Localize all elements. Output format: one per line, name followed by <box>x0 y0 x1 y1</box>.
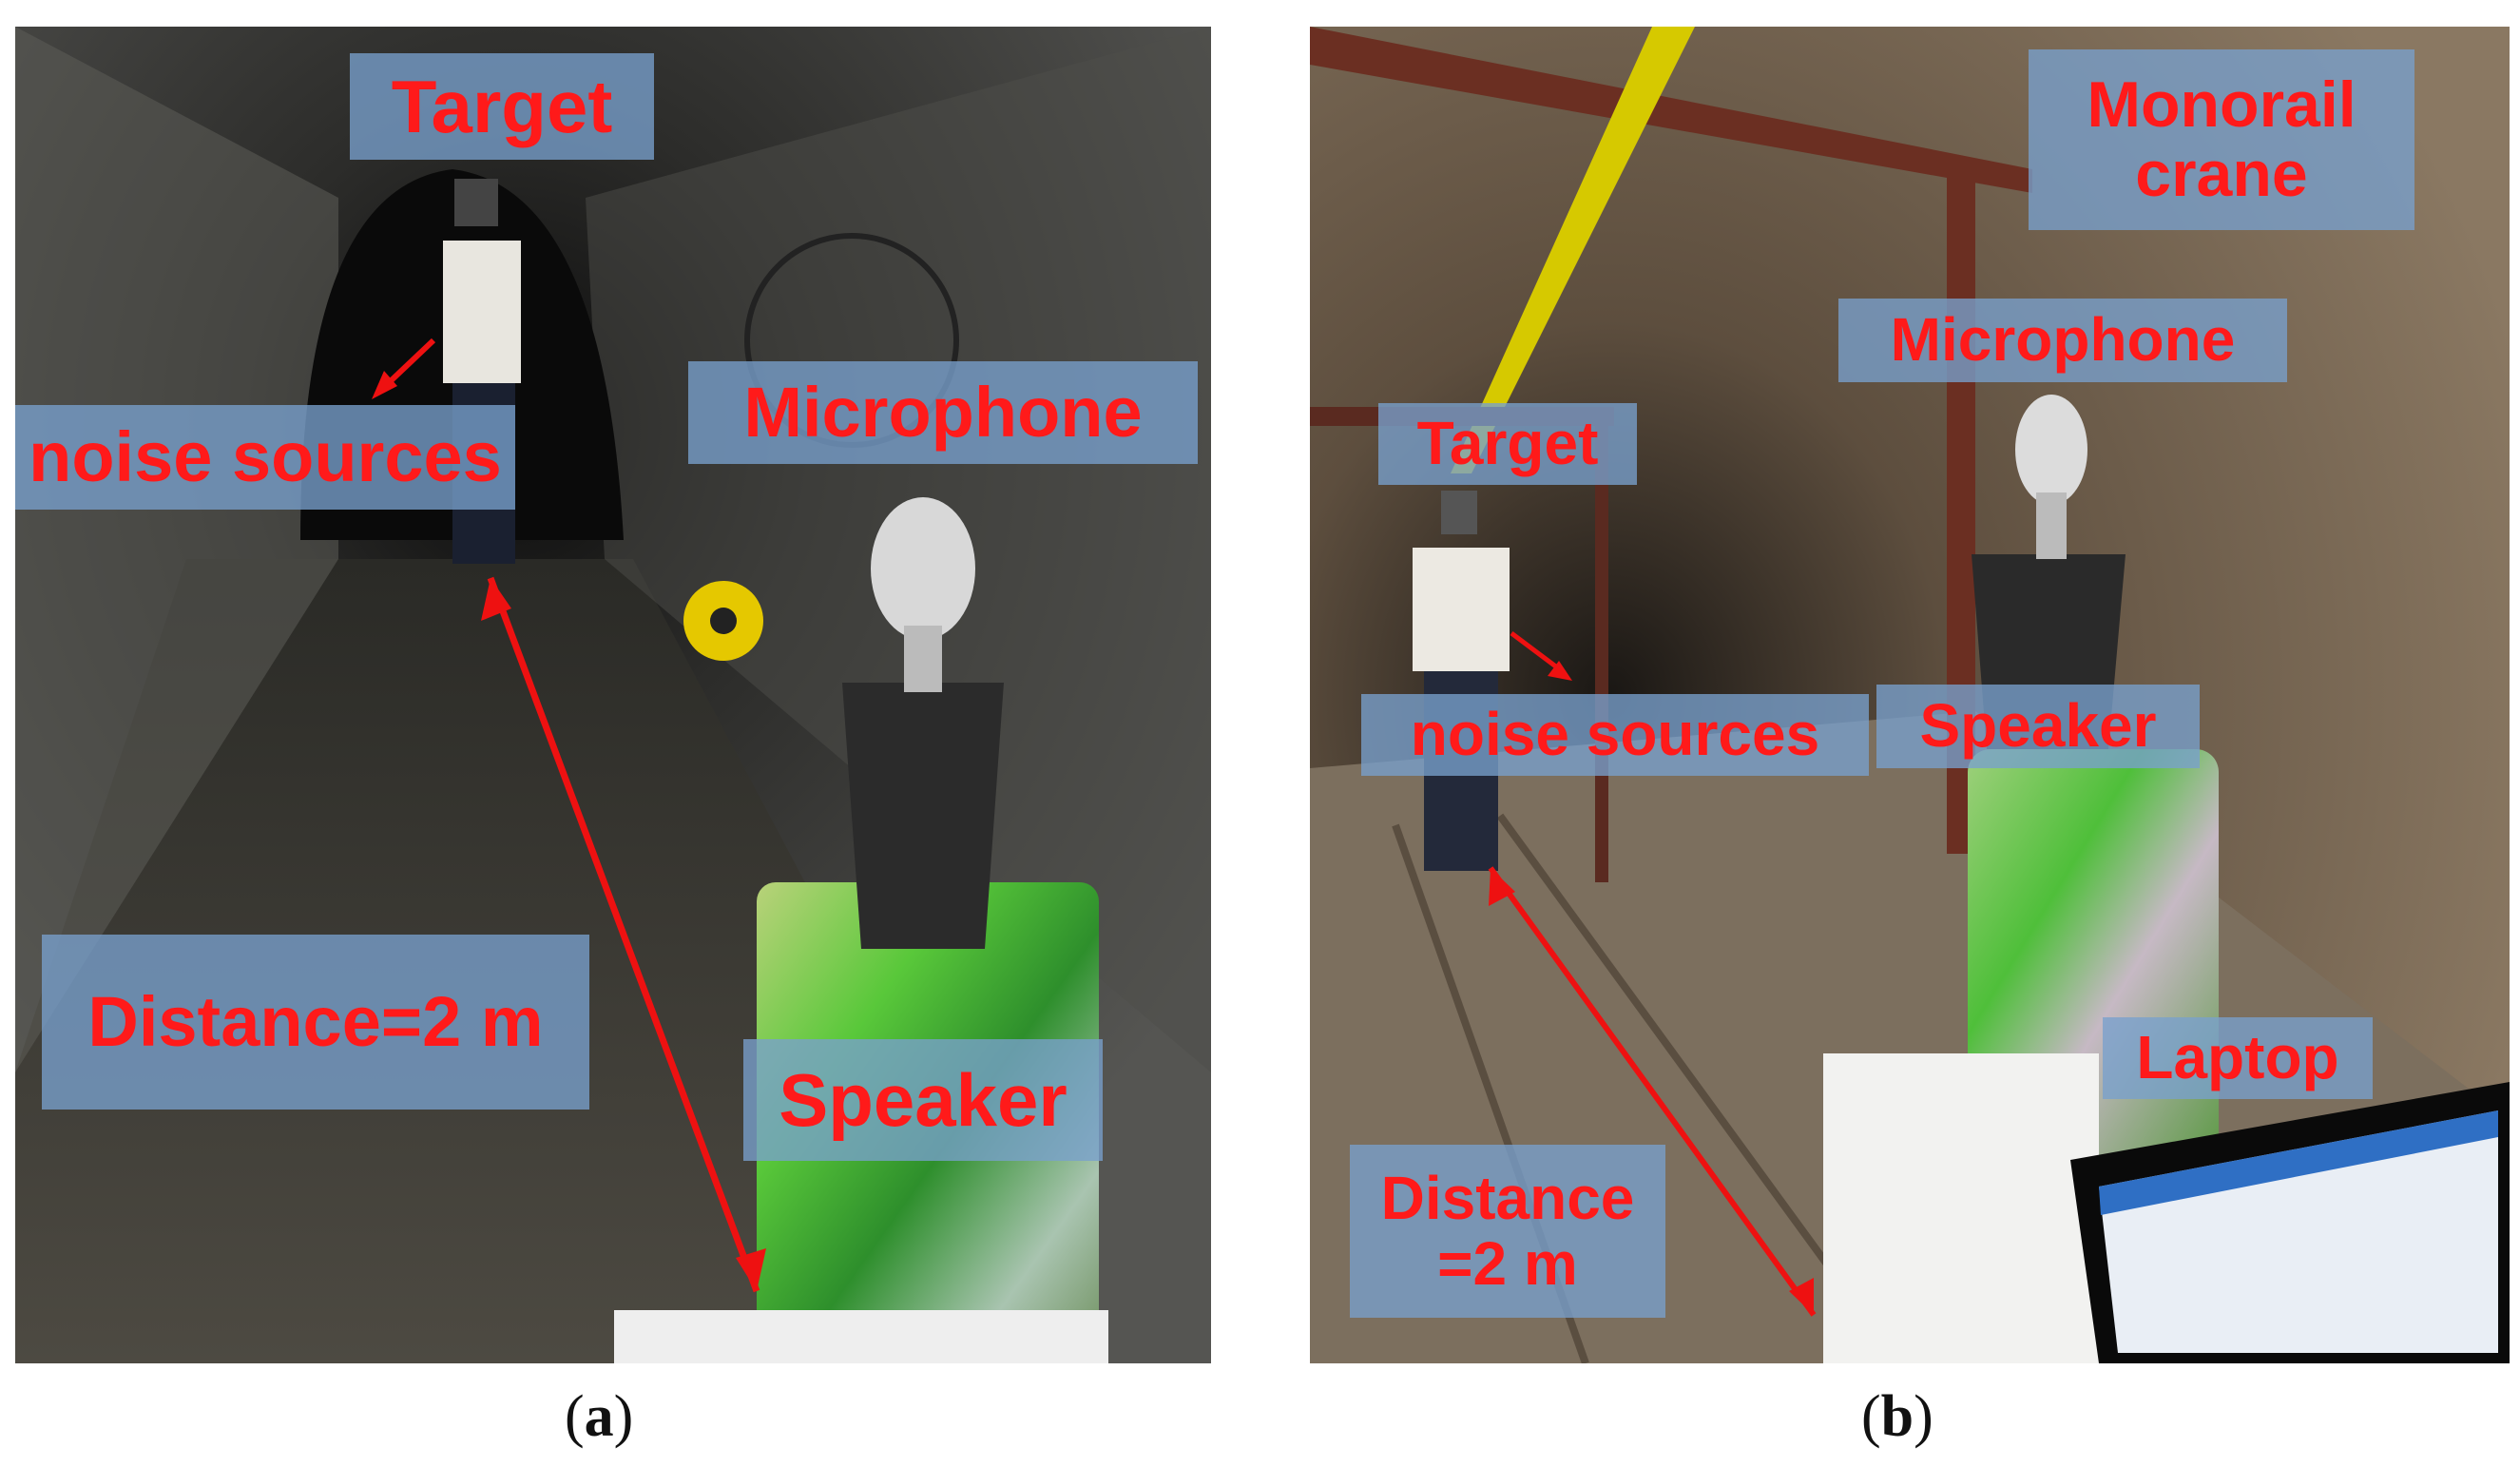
label-distance: Distance=2 m <box>42 935 589 1110</box>
white-box <box>614 1310 1108 1363</box>
photo-panel-b: Monorail crane Microphone Target noise s… <box>1310 27 2510 1363</box>
label-target: Target <box>350 53 654 160</box>
left-wall <box>15 27 338 1072</box>
person-shirt <box>1413 548 1510 671</box>
caption-b: (b) <box>1861 1384 1933 1449</box>
distance-arrow <box>1488 866 1817 1317</box>
label-distance: Distance =2 m <box>1350 1145 1665 1318</box>
monorail-beam <box>1310 27 2032 193</box>
caption-a-letter: a <box>584 1384 614 1449</box>
label-microphone: Microphone <box>688 361 1198 464</box>
white-box <box>1823 1053 2099 1363</box>
label-microphone: Microphone <box>1838 299 2287 382</box>
caption-b-letter: b <box>1880 1384 1914 1449</box>
label-target: Target <box>1378 403 1637 485</box>
person-shirt <box>443 241 521 383</box>
caption-a: (a) <box>565 1384 634 1449</box>
speaker-body <box>842 683 1004 949</box>
person-face-blurred <box>454 179 498 226</box>
label-speaker: Speaker <box>743 1039 1103 1161</box>
label-laptop: Laptop <box>2103 1017 2373 1099</box>
label-speaker: Speaker <box>1876 685 2200 768</box>
tunnel-scene-a <box>15 27 1211 1363</box>
yellow-cable <box>1451 27 1695 473</box>
distance-arrow <box>487 576 760 1293</box>
photo-panel-a: Target noise sources Microphone Distance… <box>15 27 1211 1363</box>
label-noise-sources: noise sources <box>1361 694 1869 776</box>
label-monorail-crane: Monorail crane <box>2029 49 2414 230</box>
person-face-blurred <box>1441 491 1477 534</box>
label-noise-sources: noise sources <box>15 405 515 510</box>
microphone-head <box>2015 395 2087 505</box>
microphone-head <box>871 497 975 640</box>
